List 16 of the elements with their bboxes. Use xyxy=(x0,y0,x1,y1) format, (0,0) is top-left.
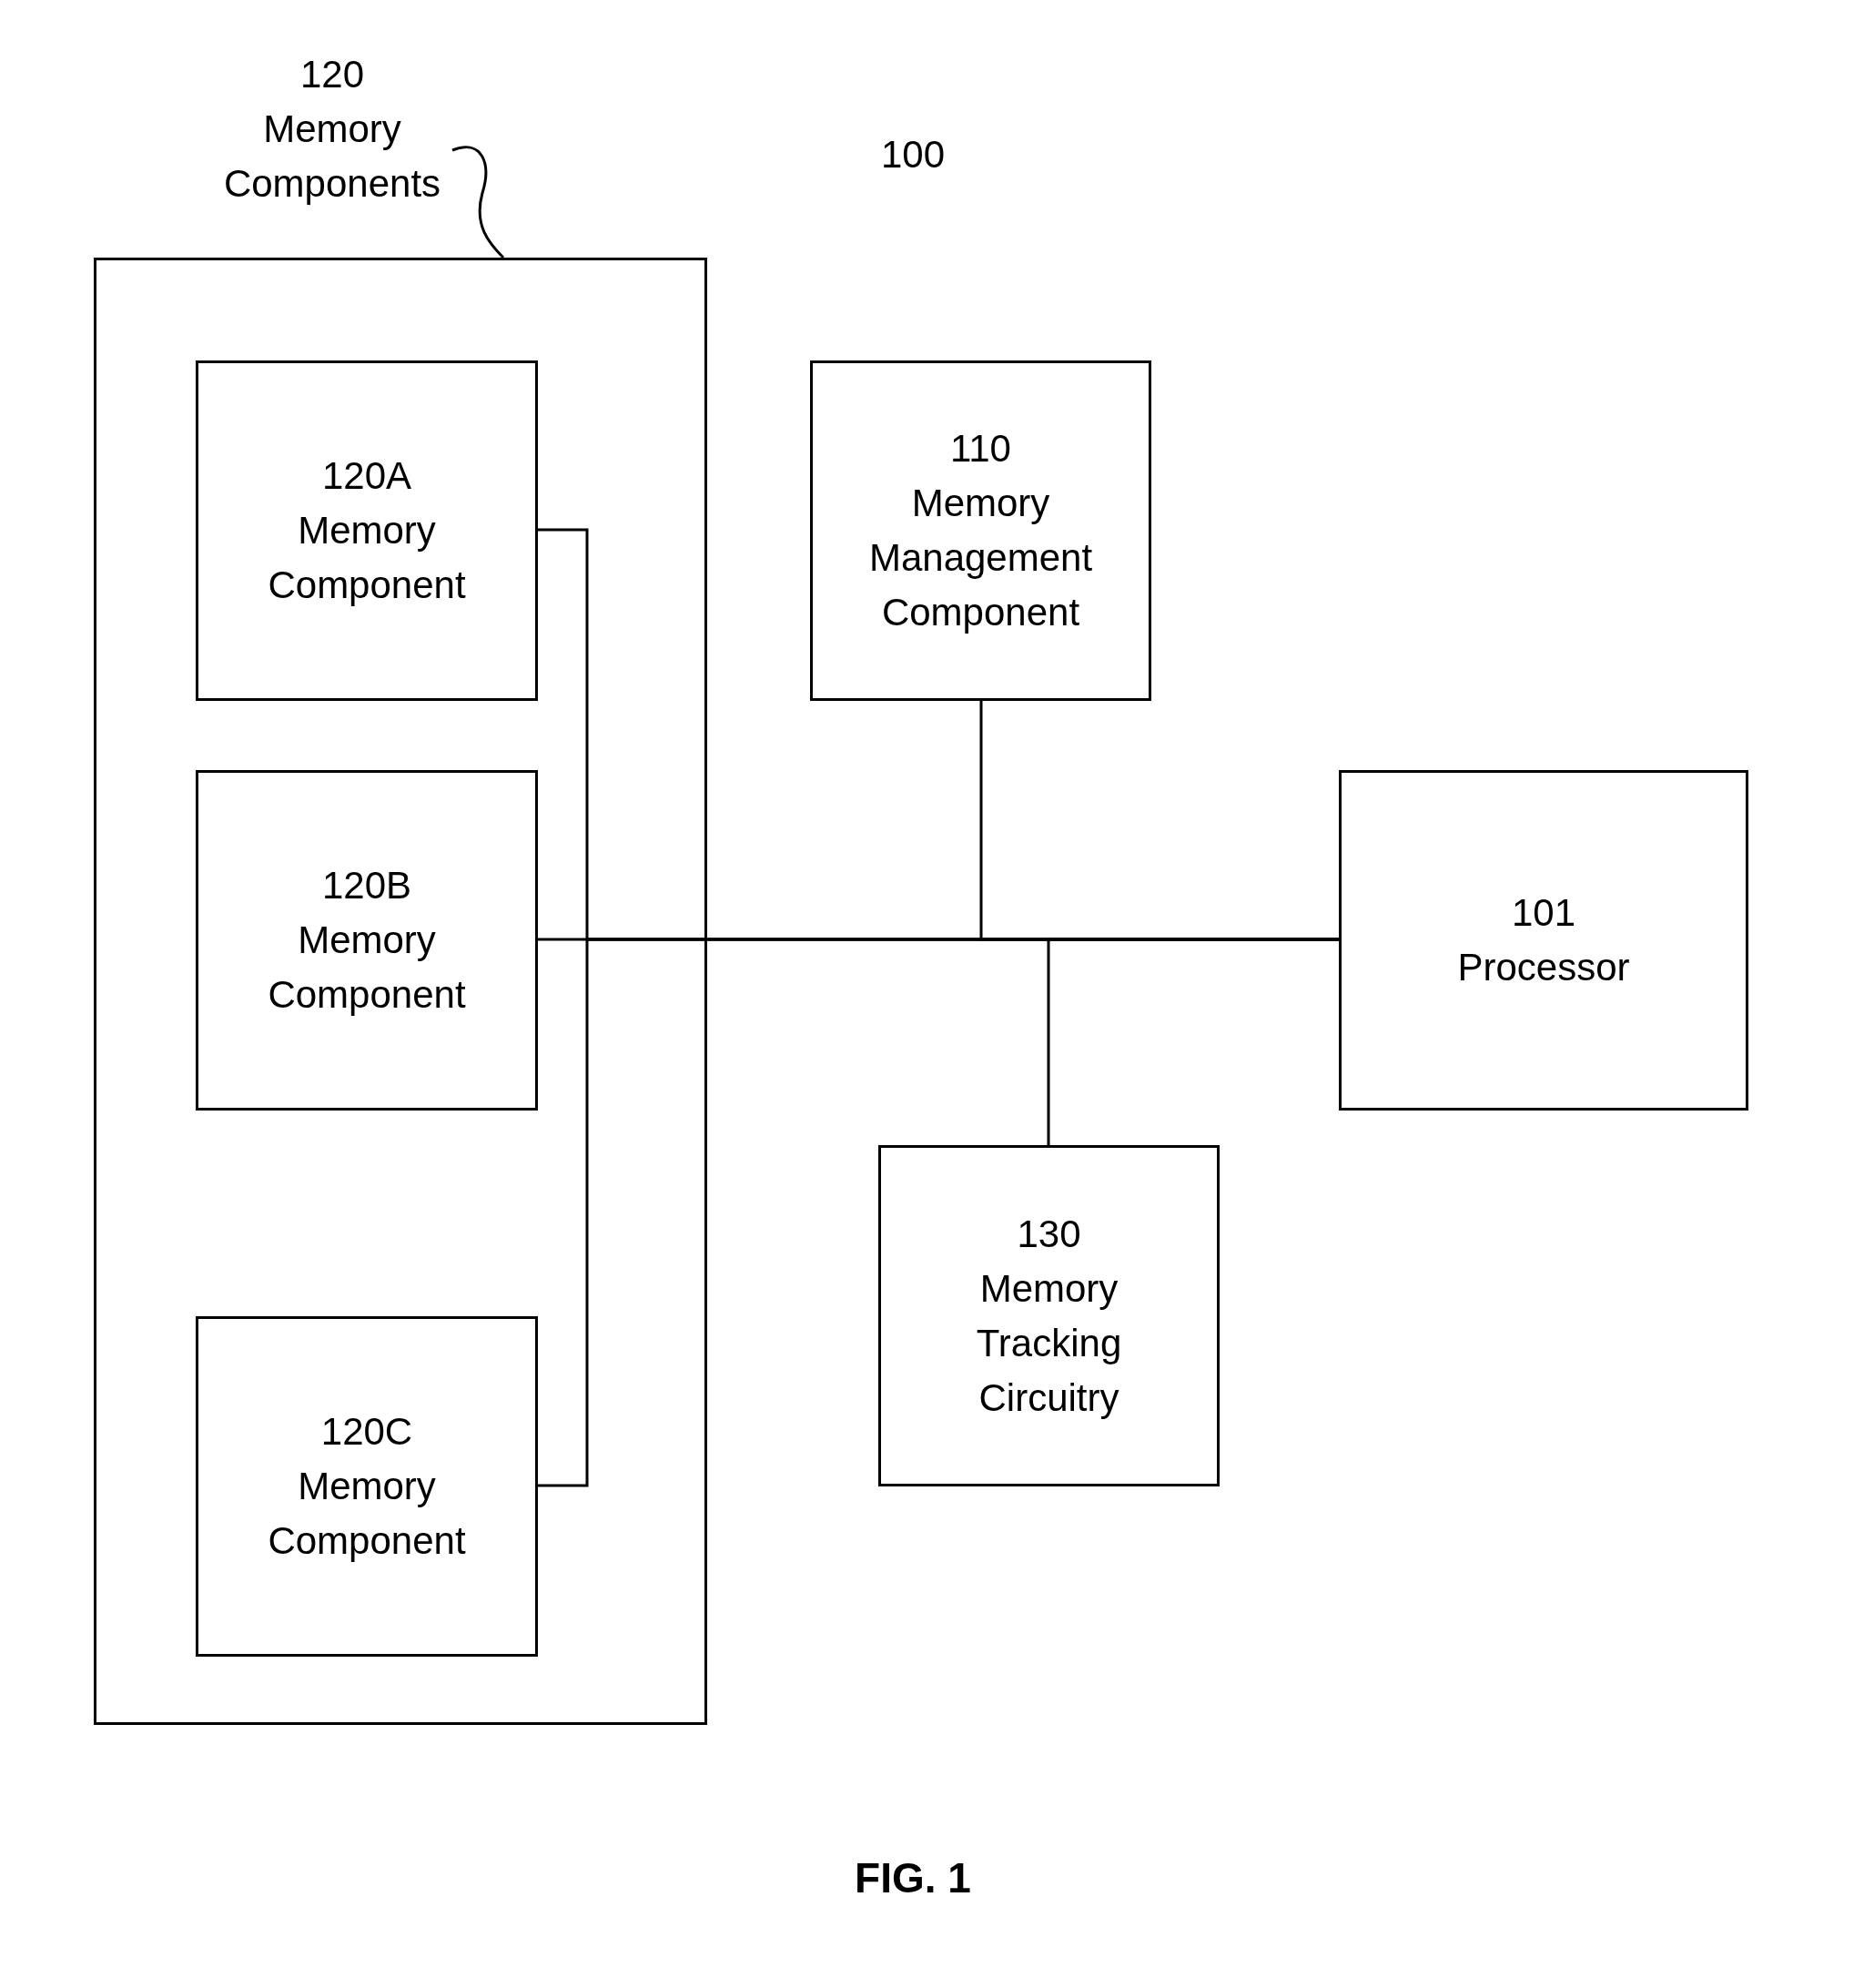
component-label: 120C Memory Component xyxy=(268,1409,466,1564)
component-box xyxy=(196,360,538,701)
component-box xyxy=(196,770,538,1111)
component-label: 120B Memory Component xyxy=(268,863,466,1018)
component-label: 101 Processor xyxy=(1457,890,1630,990)
component-label: 130 Memory Tracking Circuitry xyxy=(976,1211,1122,1421)
component-box xyxy=(196,1316,538,1657)
component-box xyxy=(1339,770,1748,1111)
component-box xyxy=(810,360,1151,701)
component-label: 110 Memory Management Component xyxy=(868,426,1093,635)
figure-caption: FIG. 1 xyxy=(855,1855,971,1901)
component-box xyxy=(878,1145,1220,1486)
reference-number: 100 xyxy=(881,132,946,178)
bus-line xyxy=(1047,938,1339,1145)
group-title: 120 Memory Components xyxy=(223,52,441,207)
component-label: 120A Memory Component xyxy=(268,453,466,608)
